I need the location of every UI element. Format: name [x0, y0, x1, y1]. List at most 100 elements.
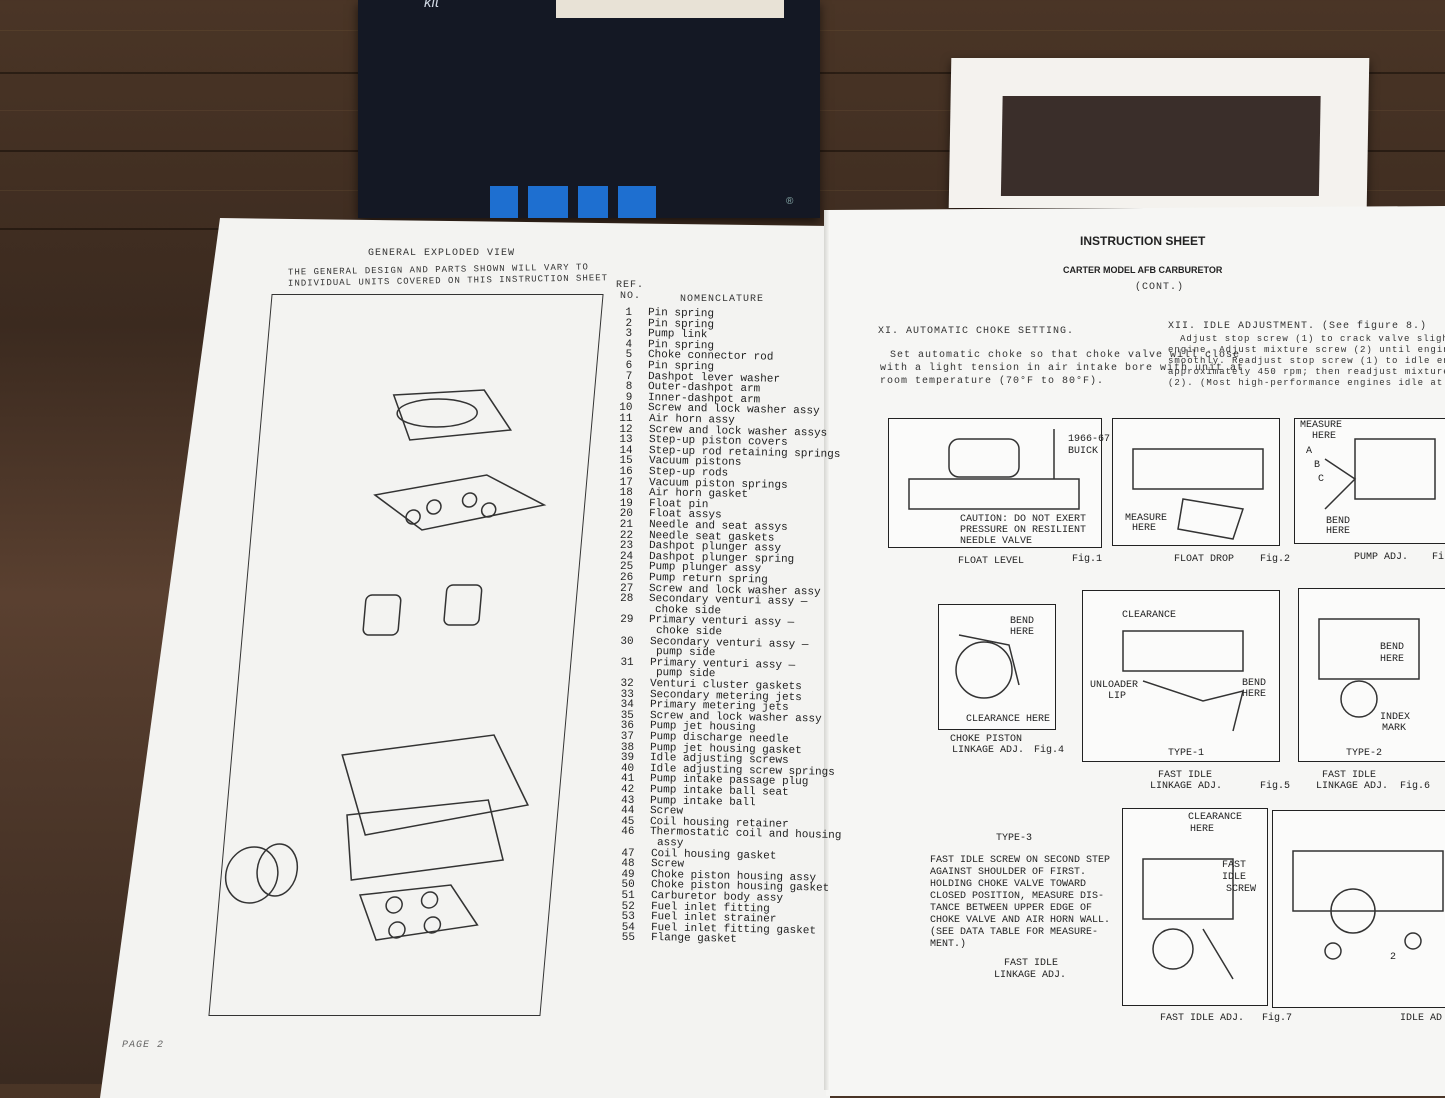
part-ref-number: 44: [621, 805, 635, 818]
float-level-drawing: [908, 429, 1080, 510]
type-3-caption-1: FAST IDLE: [1004, 958, 1059, 969]
section-11-line-2: with a light tension in air intake bore …: [880, 363, 1245, 374]
fig1-number: Fig.1: [1072, 554, 1103, 565]
type-3-label: TYPE-3: [996, 833, 1033, 844]
part-ref-number: 10: [619, 402, 633, 415]
part-ref-number: 4: [625, 338, 633, 351]
fig7-here: HERE: [1190, 824, 1215, 835]
part-ref-number: 48: [621, 858, 635, 871]
section-11-line-1: Set automatic choke so that choke valve …: [890, 350, 1241, 361]
section-11-title: XI. AUTOMATIC CHOKE SETTING.: [878, 326, 1075, 337]
fig4-caption-2: LINKAGE ADJ.: [952, 745, 1025, 756]
fig1-note-make: BUICK: [1068, 446, 1099, 457]
type-3-line-1: FAST IDLE SCREW ON SECOND STEP: [930, 855, 1111, 866]
fig2-here: HERE: [1132, 523, 1157, 534]
part-ref-number: 46: [621, 826, 635, 839]
part-ref-number: 13: [619, 434, 633, 447]
fig7-clearance: CLEARANCE: [1188, 812, 1243, 823]
part-ref-number: 55: [621, 932, 635, 945]
fig6-caption-2: LINKAGE ADJ.: [1316, 781, 1389, 792]
part-ref-number: 31: [620, 656, 634, 669]
fig7-fast: FAST: [1222, 860, 1247, 871]
section-12-line-2: engine. Adjust mixture screw (2) until e…: [1168, 345, 1445, 355]
part-ref-number: 30: [620, 635, 634, 648]
fig5-clearance: CLEARANCE: [1122, 610, 1177, 621]
exploded-view-heading: GENERAL EXPLODED VIEW: [368, 248, 516, 259]
part-ref-number: 18: [619, 487, 633, 500]
fig7-screw: SCREW: [1226, 884, 1257, 895]
part-ref-number: 15: [619, 455, 633, 468]
figure-5-fast-idle-type-1: [1082, 590, 1280, 762]
part-ref-number: 21: [619, 519, 633, 531]
type-3-line-2: AGAINST SHOULDER OF FIRST.: [930, 867, 1087, 878]
fig3-point-b: B: [1314, 460, 1321, 471]
fig7-idle: IDLE: [1222, 872, 1247, 883]
fig2-measure: MEASURE: [1125, 513, 1168, 524]
part-ref-number: 27: [620, 582, 634, 595]
fig6-caption-1: FAST IDLE: [1322, 770, 1377, 781]
type-3-caption-2: LINKAGE ADJ.: [994, 970, 1067, 981]
part-ref-number: 20: [619, 508, 633, 521]
fig5-caption-2: LINKAGE ADJ.: [1150, 781, 1223, 792]
type-3-line-6: CHOKE VALVE AND AIR HORN WALL.: [930, 915, 1111, 926]
fig2-number: Fig.2: [1260, 554, 1291, 565]
figure-4-choke-piston: [938, 604, 1056, 730]
part-ref-number: 52: [621, 900, 635, 913]
ref-header: REF.: [616, 280, 645, 291]
figure-7-fast-idle: [1122, 808, 1268, 1006]
part-ref-number: 50: [621, 879, 635, 892]
nomenclature-header: NOMENCLATURE: [680, 294, 765, 305]
section-11-line-3: room temperature (70°F to 80°F).: [880, 376, 1105, 387]
carburetor-exploded-drawing: [224, 389, 547, 941]
fig3-caption: PUMP ADJ.: [1354, 552, 1409, 563]
section-12-line-3: smoothly. Readjust stop screw (1) to idl…: [1168, 356, 1445, 366]
fig3-bend: BEND: [1326, 516, 1351, 527]
fig7-number: Fig.7: [1262, 1013, 1293, 1024]
part-ref-number: 33: [620, 688, 634, 701]
box-label-sticker: [556, 0, 784, 18]
section-12-line-4: approximately 450 rpm; then readjust mix…: [1168, 367, 1445, 377]
part-ref-number: 9: [625, 391, 633, 404]
parts-tray-contents: [1000, 96, 1321, 196]
fast-idle-type1-drawing: [1122, 630, 1245, 732]
box-kit-text: kit: [424, 0, 439, 11]
part-ref-number: 51: [621, 890, 635, 902]
no-header: NO.: [620, 291, 642, 302]
page-fold: [824, 210, 830, 1090]
type-3-line-7: (SEE DATA TABLE FOR MEASURE-: [930, 927, 1099, 938]
part-ref-number: 54: [621, 921, 635, 934]
fig4-clearance: CLEARANCE HERE: [966, 714, 1051, 725]
fig6-number: Fig.6: [1400, 781, 1431, 792]
fig6-index: INDEX: [1380, 712, 1411, 723]
fig6-type: TYPE-2: [1346, 748, 1383, 759]
part-ref-number: 22: [619, 529, 634, 542]
part-ref-number: 41: [620, 773, 635, 786]
part-ref-number: 24: [619, 550, 634, 563]
figure-3-pump-adj: [1294, 418, 1445, 544]
carburetor-kit-box: [358, 0, 820, 218]
box-logo: [490, 186, 690, 218]
fast-idle-drawing: [1142, 858, 1234, 980]
fig3-bend-here: HERE: [1326, 526, 1351, 537]
page-number: PAGE 2: [122, 1040, 165, 1051]
fig4-caption-1: CHOKE PISTON: [950, 734, 1023, 745]
part-ref-number: 2: [625, 317, 633, 330]
part-ref-number: 37: [620, 731, 634, 743]
part-ref-number: 25: [619, 561, 634, 574]
part-ref-number: 49: [621, 868, 635, 881]
part-ref-number: 36: [620, 720, 634, 733]
part-ref-number: 40: [620, 762, 635, 775]
part-ref-number: 14: [619, 444, 633, 457]
section-12-line-5: (2). (Most high-performance engines idle…: [1168, 378, 1445, 388]
section-12-title: XII. IDLE ADJUSTMENT. (See figure 8.): [1168, 321, 1428, 332]
box-registered-mark: ®: [786, 196, 794, 207]
part-ref-number: 53: [621, 911, 635, 924]
idle-adj-drawing: [1292, 850, 1444, 960]
part-ref-number: 28: [620, 593, 634, 606]
part-ref-number: 3: [625, 328, 633, 341]
part-ref-number: 45: [621, 815, 635, 828]
fig1-caption: FLOAT LEVEL: [958, 556, 1025, 567]
fig3-measure: MEASURE: [1300, 420, 1343, 431]
part-ref-number: 16: [619, 466, 633, 478]
fig7-caption: FAST IDLE ADJ.: [1160, 1013, 1245, 1024]
